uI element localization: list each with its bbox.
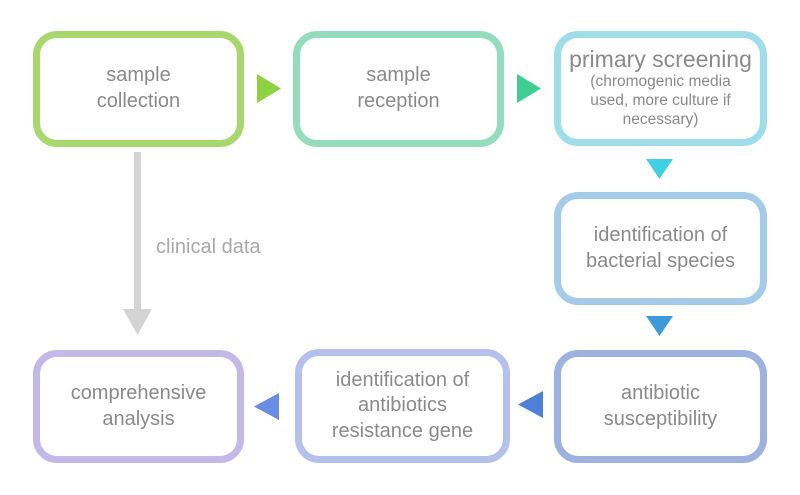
arrow-down-icon (646, 316, 673, 336)
node-sample-reception: sample reception (293, 31, 504, 147)
node-primary-screening: primary screening (chromogenic media use… (554, 31, 767, 146)
clinical-data-label: clinical data (156, 236, 261, 258)
node-label: sample collection (96, 64, 181, 112)
arrow-right-icon (517, 74, 541, 103)
node-comprehensive-analysis: comprehensive analysis (33, 350, 244, 463)
arrow-right-icon (257, 74, 281, 103)
node-label: identification of antibiotics resistance… (331, 368, 474, 442)
node-antibiotic-susceptibility: antibiotic susceptibility (554, 350, 767, 463)
arrow-left-icon (254, 393, 279, 420)
clinical-data-arrow-line (134, 152, 141, 310)
node-label: comprehensive analysis (70, 381, 207, 430)
arrow-down-icon (123, 309, 152, 335)
arrow-down-icon (646, 159, 673, 179)
node-label: antibiotic susceptibility (603, 381, 718, 430)
node-label: sample reception (357, 64, 440, 112)
node-sample-collection: sample collection (33, 31, 244, 147)
node-label: identification of bacterial species (586, 223, 735, 272)
node-title: primary screening (569, 46, 752, 73)
node-identification-of-bacterial-species: identification of bacterial species (554, 192, 767, 305)
node-identification-of-antibiotics-resistance-gene: identification of antibiotics resistance… (295, 349, 510, 463)
arrow-left-icon (518, 391, 543, 418)
node-subtitle: (chromogenic media used, more culture if… (590, 72, 731, 128)
